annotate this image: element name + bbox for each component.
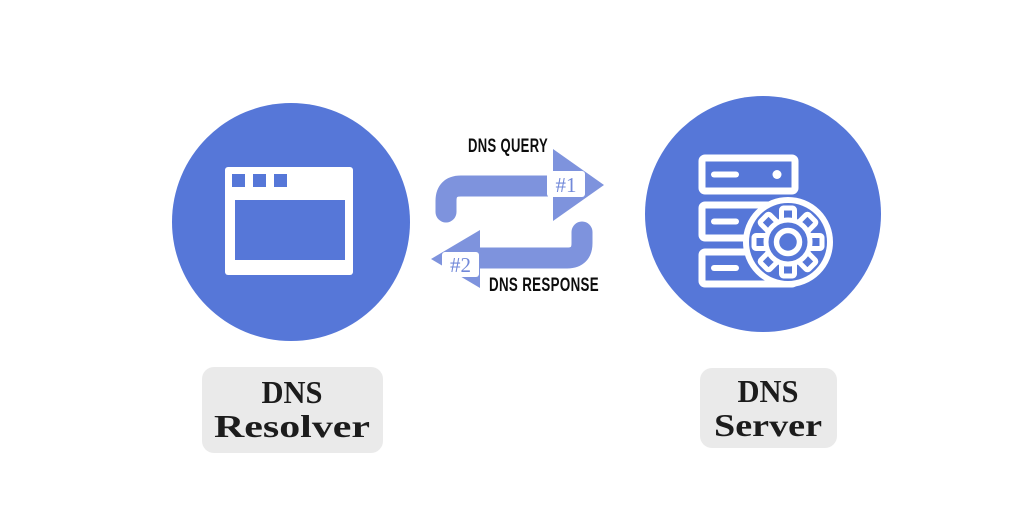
browser-window-icon — [225, 167, 353, 275]
resolver-label-line2: Resolver — [214, 408, 370, 444]
server-tray-1 — [698, 154, 799, 195]
query-step-number: #1 — [556, 173, 577, 197]
dns-query-arrow: #1 DNS QUERY — [435, 136, 604, 223]
response-arrow-label: DNS RESPONSE — [489, 275, 599, 296]
response-arrow-shaft — [467, 221, 593, 269]
query-arrow-shaft — [435, 175, 567, 223]
query-step-badge — [547, 171, 585, 197]
server-gear-icon — [698, 154, 833, 288]
browser-content-area — [235, 200, 345, 260]
browser-titlebar-square-1 — [232, 174, 245, 187]
response-step-number: #2 — [450, 253, 471, 277]
server-label-card: DNS Server — [700, 368, 837, 448]
gear-hub — [773, 227, 803, 257]
dns-response-arrow: #2 DNS RESPONSE — [431, 221, 599, 296]
browser-titlebar-square-2 — [253, 174, 266, 187]
resolver-label-card: DNS Resolver — [202, 367, 383, 453]
dns-resolver-node — [172, 103, 410, 341]
resolver-label-line1: DNS — [262, 374, 323, 410]
dns-server-node — [645, 96, 881, 332]
server-label-line1: DNS — [738, 373, 799, 409]
browser-titlebar-square-3 — [274, 174, 287, 187]
server-label-bg — [700, 368, 837, 448]
gear-icon — [743, 197, 833, 287]
response-step-badge — [442, 252, 479, 277]
resolver-label-bg — [202, 367, 383, 453]
server-indicator-led — [772, 170, 782, 179]
query-arrow-label: DNS QUERY — [468, 136, 548, 157]
server-label-line2: Server — [714, 407, 822, 443]
